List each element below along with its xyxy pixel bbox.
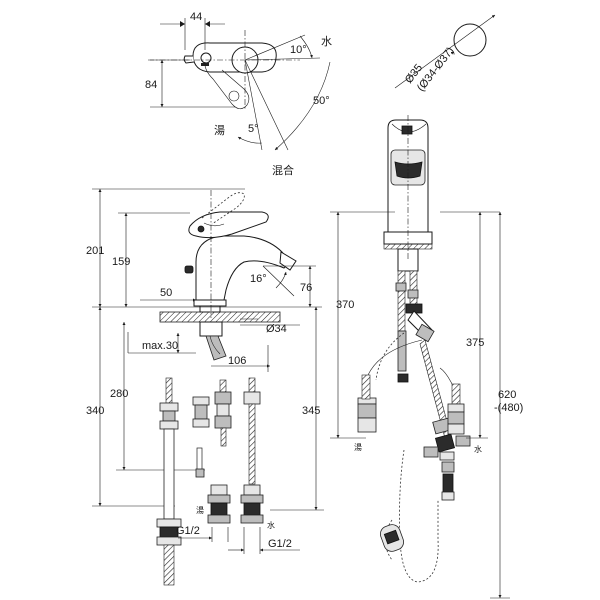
top-label-hot: 湯: [214, 124, 225, 137]
front-dim-370: 370: [336, 299, 354, 311]
side-dim-76: 76: [300, 282, 312, 294]
top-rotated-lever: [204, 61, 250, 110]
top-dim-84: 84: [145, 79, 157, 91]
side-dim-340: 340: [86, 405, 104, 417]
front-dim-480: -(480): [494, 402, 523, 414]
front-pullout-loop: [375, 332, 439, 583]
side-lever: [188, 211, 269, 239]
hole-circle: [453, 23, 487, 57]
side-lever-ghost: [201, 192, 245, 225]
top-lever-tip: [183, 55, 195, 64]
side-angle-16: 16°: [250, 273, 267, 285]
side-g12-right: G1/2: [268, 538, 292, 550]
side-g12-left: G1/2: [176, 525, 200, 537]
front-dim-375: 375: [466, 337, 484, 349]
side-valve-parts: [192, 377, 261, 485]
side-tap-body: [195, 235, 291, 301]
top-center-hole: [200, 52, 212, 64]
side-dim-50: 50: [160, 287, 172, 299]
side-small-hot: 湯: [196, 505, 204, 515]
side-view: 201 159 50 16° 76 Ø34 max.30 106 280: [86, 188, 324, 586]
hole-detail: Ø35 (Ø34-Ø37): [394, 14, 496, 94]
top-view: 44 84 10° 水 50° 5° 湯 混合: [145, 11, 332, 177]
top-angle-50: 50°: [313, 95, 330, 107]
side-dim-159: 159: [112, 256, 130, 268]
side-dim-280: 280: [110, 388, 128, 400]
side-dim-201: 201: [86, 245, 104, 257]
top-label-cold: 水: [321, 35, 332, 48]
top-angle-5: 5°: [248, 123, 259, 135]
side-dim-106: 106: [228, 355, 246, 367]
side-dim-34: Ø34: [266, 323, 287, 335]
front-small-cold: 水: [474, 444, 482, 454]
side-countertop: [159, 311, 281, 323]
front-hoses: [357, 270, 471, 501]
top-dim-44: 44: [190, 11, 202, 23]
side-small-cold: 水: [267, 520, 275, 530]
front-dim-620: 620: [498, 389, 516, 401]
front-small-hot: 湯: [354, 442, 362, 452]
front-view: 370 375 620 -(480) 湯 水: [330, 115, 523, 599]
top-angle-10: 10°: [290, 44, 307, 56]
side-bottom-fittings: [207, 484, 264, 524]
side-max-30: max.30: [142, 340, 178, 352]
top-label-mix: 混合: [272, 163, 294, 177]
side-dim-345: 345: [302, 405, 320, 417]
front-hose-weight: [380, 524, 404, 552]
side-hose-long: [156, 377, 182, 586]
